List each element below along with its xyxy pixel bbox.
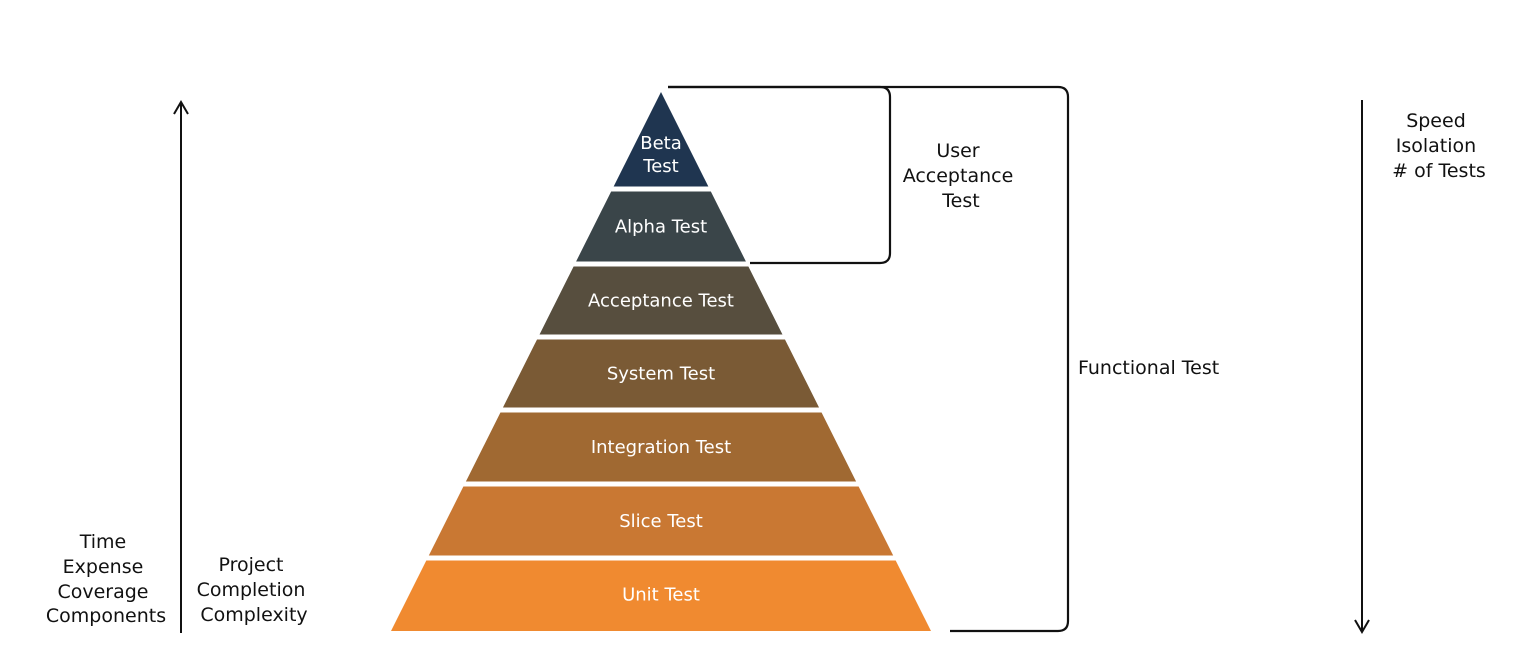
pyramid-tier-label-4: Integration Test	[591, 437, 731, 458]
left-inner-line-2: Completion	[197, 579, 306, 601]
pyramid-tier-label-0-line-0: Beta	[640, 133, 682, 154]
left-axis-line-2: Expense	[63, 556, 144, 578]
left-axis-line-4: Components	[46, 605, 166, 627]
left-axis-line-3: Coverage	[57, 581, 148, 603]
pyramid-tier-label-1: Alpha Test	[615, 217, 707, 238]
right-axis-label: Speed Isolation # of Tests	[1392, 110, 1486, 182]
pyramid-tier-4	[465, 412, 857, 482]
pyramid-tier-label-5: Slice Test	[619, 511, 703, 532]
left-axis-arrowhead	[173, 100, 189, 115]
left-inner-line-3: Complexity	[200, 604, 307, 626]
pyramid-tier-5	[428, 486, 894, 556]
pyramid-tier-label-4-line-0: Integration Test	[591, 437, 731, 458]
pyramid-tier-label-6-line-0: Unit Test	[622, 585, 700, 606]
pyramid-tier-label-5-line-0: Slice Test	[619, 511, 703, 532]
left-axis-label: Time Expense Coverage Components	[46, 531, 166, 627]
pyramid-tier-6	[391, 560, 931, 631]
functional-bracket	[668, 85, 1070, 633]
right-axis-arrowhead	[1354, 619, 1370, 634]
pyramid-tier-label-0-line-1: Test	[642, 156, 678, 177]
user-acceptance-line-3: Test	[941, 190, 979, 212]
functional-test-label: Functional Test	[1078, 357, 1219, 379]
pyramid-tier-label-6: Unit Test	[622, 585, 700, 606]
user-acceptance-line-1: User	[936, 140, 979, 162]
left-axis-line-1: Time	[79, 531, 127, 553]
pyramid-tier-1	[576, 191, 746, 262]
pyramid-tier-0	[613, 92, 709, 187]
pyramid-tier-label-3: System Test	[607, 364, 715, 385]
pyramid-tier-3	[502, 339, 820, 408]
user-acceptance-label: User Acceptance Test	[903, 140, 1020, 212]
pyramid-tier-label-1-line-0: Alpha Test	[615, 217, 707, 238]
left-inner-line-1: Project	[218, 554, 283, 576]
right-axis-line-2: Isolation	[1396, 135, 1476, 157]
pyramid-tier-label-2: Acceptance Test	[588, 291, 734, 312]
left-inner-label: Project Completion Complexity	[197, 554, 312, 626]
pyramid-tier-label-3-line-0: System Test	[607, 364, 715, 385]
pyramid-tier-label-2-line-0: Acceptance Test	[588, 291, 734, 312]
user-acceptance-line-2: Acceptance	[903, 165, 1014, 187]
right-axis-line-3: # of Tests	[1392, 160, 1486, 182]
pyramid-tier-2	[539, 266, 783, 335]
right-axis-line-1: Speed	[1406, 110, 1466, 132]
